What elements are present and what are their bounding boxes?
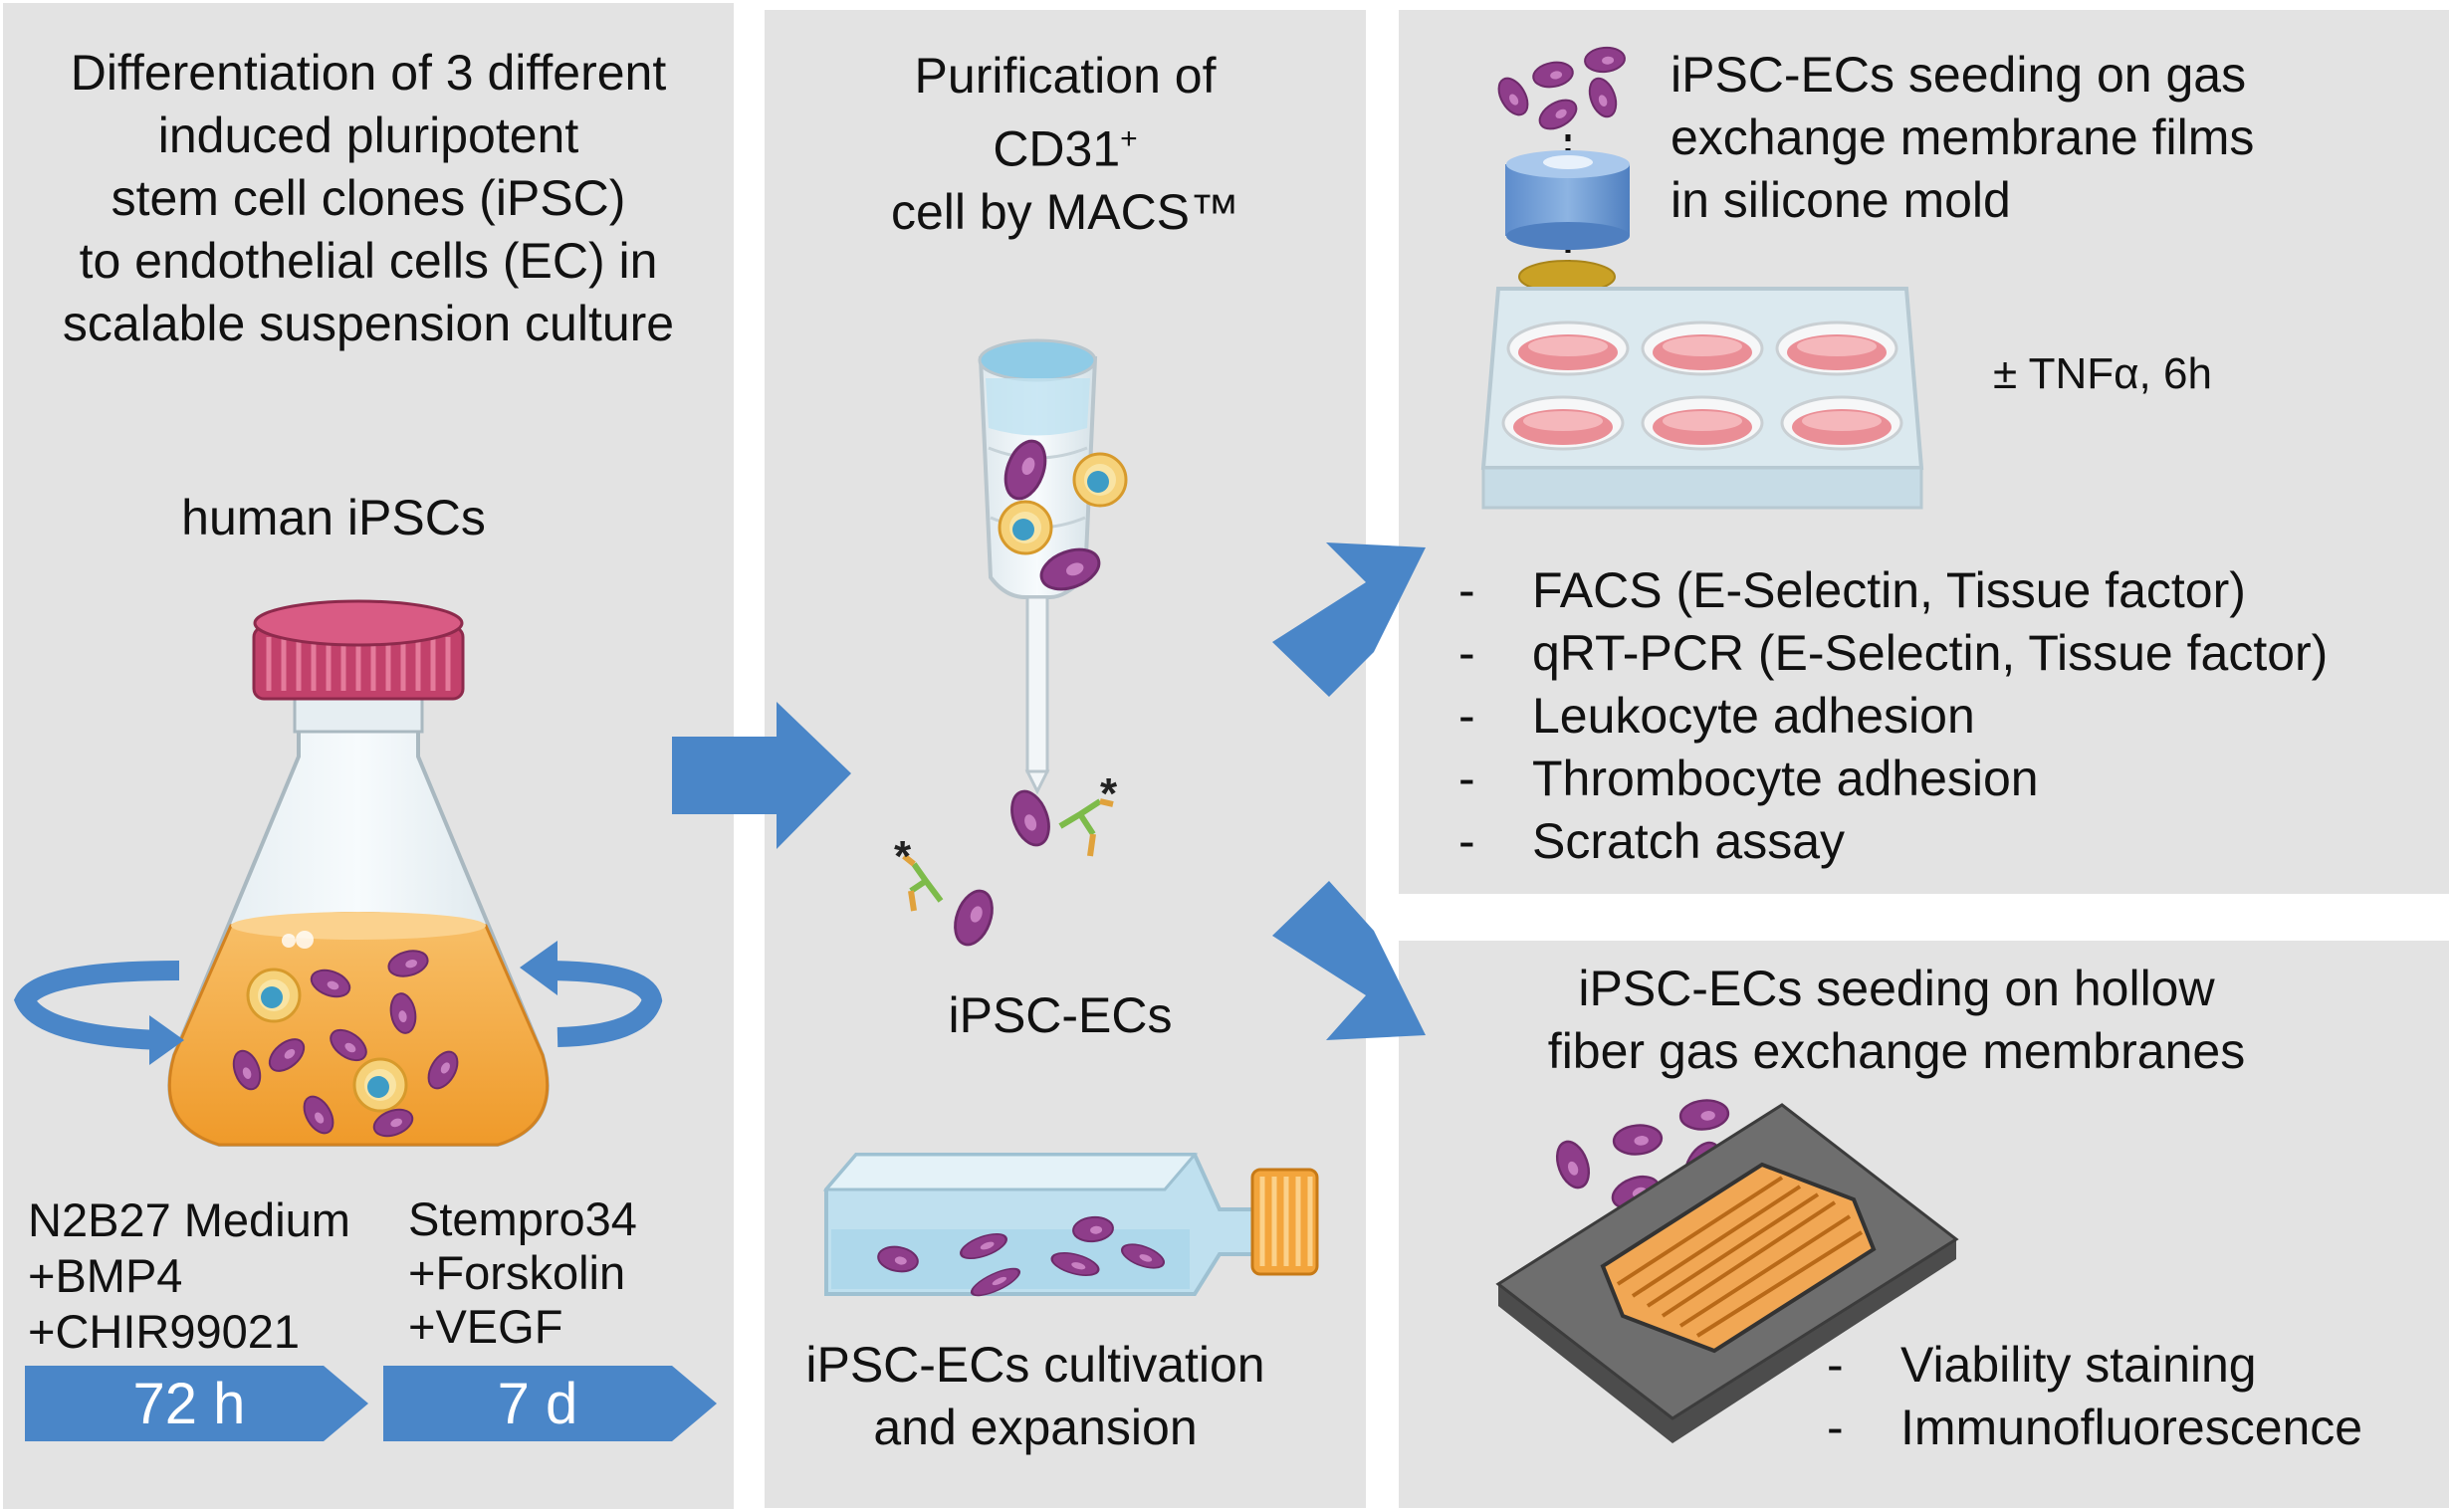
title-line: CD31+ — [777, 108, 1354, 181]
timeline-arrow-7d — [383, 1366, 717, 1441]
differentiation-title: Differentiation of 3 different induced p… — [20, 42, 717, 355]
assay-text: FACS (E-Selectin, Tissue factor) — [1532, 562, 2246, 618]
well-plate-icon — [1480, 287, 1924, 510]
list-marker: - — [1458, 688, 1475, 744]
arrow-to-purification-icon — [672, 702, 851, 849]
title-line: Differentiation of 3 different — [70, 45, 667, 101]
title-line: induced pluripotent — [157, 108, 579, 163]
assay-text: Scratch assay — [1532, 813, 1846, 869]
labelled-cell-icon: * — [894, 832, 1001, 952]
cultivation-line: iPSC-ECs cultivation — [805, 1337, 1265, 1393]
list-item: - Leukocyte adhesion — [1458, 685, 2328, 748]
title-line: fiber gas exchange membranes — [1547, 1023, 2246, 1079]
list-marker: - — [1458, 751, 1475, 806]
medium-line: +CHIR99021 — [28, 1305, 301, 1358]
hollow-fiber-assay-list: -Viability staining -Immunofluorescence — [1827, 1334, 2362, 1459]
medium-line: +BMP4 — [28, 1249, 183, 1302]
timeline-label-72h: 72 h — [132, 1372, 246, 1436]
hollow-fiber-title: iPSC-ECs seeding on hollow fiber gas exc… — [1493, 958, 2300, 1083]
arrow-to-hollow-fiber-icon — [1272, 881, 1426, 1040]
purification-title: Purification of CD31+ cell by MACS™ — [777, 45, 1354, 244]
list-marker: - — [1458, 625, 1475, 681]
svg-text:*: * — [1100, 769, 1118, 818]
cd31-text: CD31 — [993, 120, 1121, 177]
title-line: in silicone mold — [1671, 172, 2011, 228]
erlenmeyer-flask-icon — [167, 599, 550, 1147]
tnf-treatment-label: ± TNFα, 6h — [1993, 349, 2212, 398]
timeline-label-7d: 7 d — [497, 1372, 578, 1436]
list-marker: - — [1827, 1337, 1844, 1393]
assay-text: qRT-PCR (E-Selectin, Tissue factor) — [1532, 625, 2329, 681]
medium-line: +VEGF — [408, 1300, 563, 1353]
svg-text:*: * — [894, 832, 912, 881]
seeding-cells-icon — [1491, 45, 1627, 136]
hollow-fiber-module-icon — [1495, 1103, 1959, 1443]
list-item: - Scratch assay — [1458, 810, 2328, 873]
list-marker: - — [1827, 1400, 1844, 1455]
title-line: to endothelial cells (EC) in — [79, 233, 658, 289]
medium-2-list: Stempro34 +Forskolin +VEGF — [408, 1192, 637, 1354]
medium-line: Stempro34 — [408, 1192, 637, 1245]
cultivation-line: and expansion — [873, 1400, 1198, 1455]
list-item: -Viability staining — [1827, 1334, 2362, 1397]
assay-text: Immunofluorescence — [1900, 1400, 2363, 1455]
rotation-arrow-left-icon — [13, 961, 184, 1065]
rotation-arrow-right-icon — [520, 941, 663, 1047]
arrow-to-membrane-films-icon — [1272, 542, 1426, 697]
medium-1-list: N2B27 Medium +BMP4 +CHIR99021 — [28, 1192, 350, 1360]
title-line: cell by MACS™ — [890, 183, 1240, 240]
title-line: stem cell clones (iPSC) — [111, 170, 626, 226]
list-item: - qRT-PCR (E-Selectin, Tissue factor) — [1458, 622, 2328, 685]
ipsc-ecs-label: iPSC-ECs — [948, 987, 1173, 1043]
macs-column-icon — [978, 338, 1128, 795]
cd31-superscript: + — [1120, 122, 1138, 155]
list-item: - FACS (E-Selectin, Tissue factor) — [1458, 559, 2328, 622]
assay-text: Thrombocyte adhesion — [1532, 751, 2039, 806]
medium-line: N2B27 Medium — [28, 1193, 350, 1246]
medium-line: +Forskolin — [408, 1246, 626, 1299]
assay-text: Leukocyte adhesion — [1532, 688, 1975, 744]
title-line: iPSC-ECs seeding on gas — [1671, 47, 2247, 103]
timeline-arrow-72h — [25, 1366, 368, 1441]
culture-flask-icon — [822, 1153, 1319, 1302]
title-line: exchange membrane films — [1671, 109, 2255, 165]
list-item: - Immunofluorescence — [1827, 1397, 2362, 1459]
list-item: - Thrombocyte adhesion — [1458, 748, 2328, 810]
assay-text: Viability staining — [1900, 1337, 2257, 1393]
title-line: scalable suspension culture — [62, 296, 675, 351]
list-marker: - — [1458, 813, 1475, 869]
labelled-cell-icon: * — [1003, 769, 1118, 857]
human-ipscs-label: human iPSCs — [181, 490, 486, 545]
membrane-films-assay-list: - FACS (E-Selectin, Tissue factor) - qRT-P… — [1458, 559, 2328, 873]
silicone-mold-cylinder-icon — [1505, 150, 1630, 250]
title-line: Purification of — [914, 48, 1217, 104]
cultivation-label: iPSC-ECs cultivation and expansion — [777, 1334, 1294, 1459]
list-marker: - — [1458, 562, 1475, 618]
title-line: iPSC-ECs seeding on hollow — [1578, 961, 2215, 1016]
membrane-films-title: iPSC-ECs seeding on gas exchange membran… — [1671, 44, 2254, 232]
